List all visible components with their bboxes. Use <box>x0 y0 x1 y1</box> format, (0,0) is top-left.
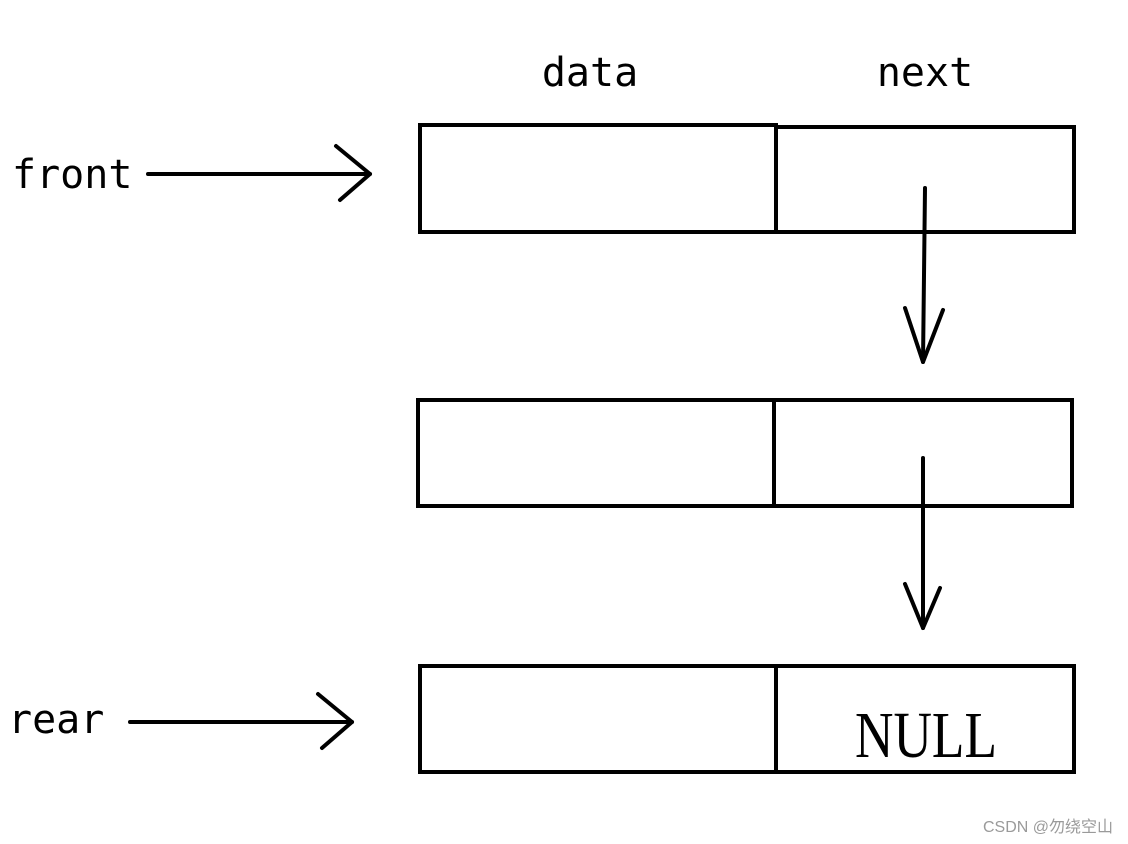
watermark-text: CSDN @勿绕空山 <box>983 818 1113 836</box>
node-2-data-field <box>416 398 776 508</box>
null-label: NULL <box>855 699 997 772</box>
rear-pointer-label: rear <box>8 697 104 743</box>
node-2 <box>416 398 1074 508</box>
front-pointer-label: front <box>12 152 132 198</box>
node-3-data-field <box>418 664 778 774</box>
data-column-label: data <box>542 50 638 96</box>
front-pointer-arrow <box>146 144 372 202</box>
node-1 <box>418 123 1076 234</box>
node-1-data-field <box>418 123 778 234</box>
node-3 <box>418 664 1076 774</box>
next-column-label: next <box>877 50 973 96</box>
node-3-next-field <box>774 664 1076 774</box>
rear-pointer-arrow <box>128 692 354 750</box>
next-pointer-arrow-2 <box>903 456 942 630</box>
next-pointer-arrow-1 <box>903 186 945 364</box>
